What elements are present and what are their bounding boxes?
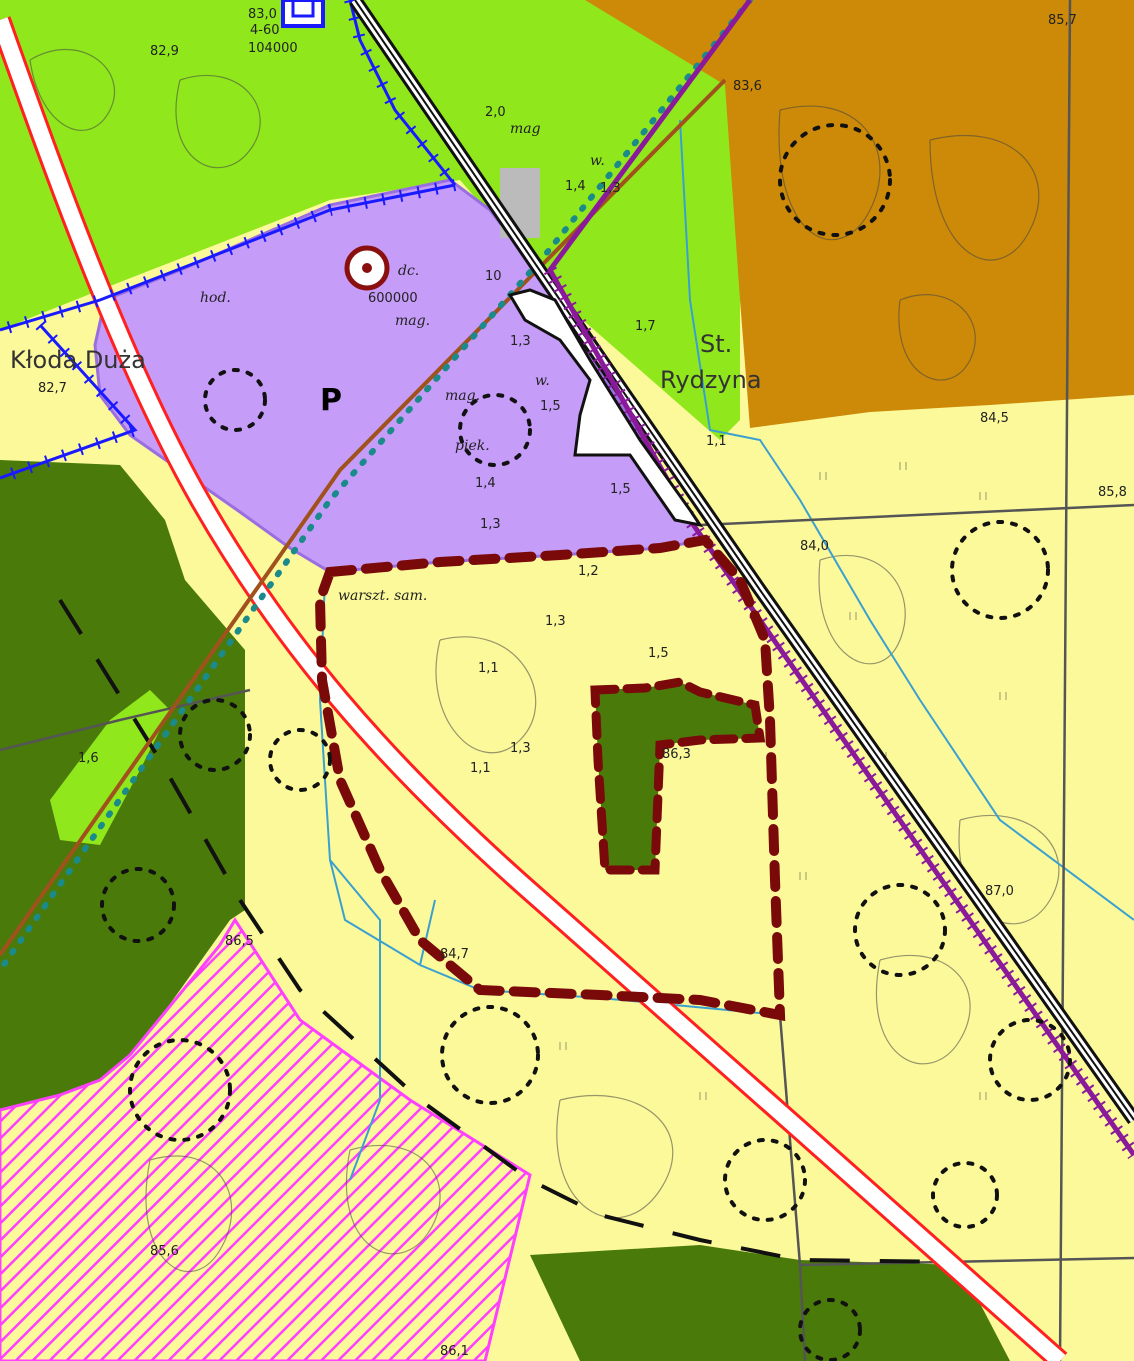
elevation-87-0: 87,0 xyxy=(985,884,1014,899)
annotation-mag-a: mag. xyxy=(395,313,430,329)
height-1-4-b: 1,4 xyxy=(475,476,496,491)
station-building[interactable] xyxy=(507,288,704,528)
elevation-85-7: 85,7 xyxy=(1048,13,1077,28)
orchard-area xyxy=(585,0,1134,428)
elevation-82-7: 82,7 xyxy=(38,381,67,396)
industrial-zone-symbol: P xyxy=(320,383,342,418)
height-2-0: 2,0 xyxy=(485,105,506,120)
height-1-2: 1,2 xyxy=(578,564,599,579)
elevation-82-9: 82,9 xyxy=(150,44,179,59)
annotation-mag-b: mag. xyxy=(445,388,480,404)
height-1-3-e: 1,3 xyxy=(510,741,531,756)
height-1-3-c: 1,3 xyxy=(480,517,501,532)
height-1-5-c: 1,5 xyxy=(648,646,669,661)
height-1-6: 1,6 xyxy=(78,751,99,766)
elevation-85-6: 85,6 xyxy=(150,1244,179,1259)
height-1-3-d: 1,3 xyxy=(545,614,566,629)
height-1-7: 1,7 xyxy=(635,319,656,334)
power-line xyxy=(0,78,727,957)
monument-marker[interactable] xyxy=(281,0,325,28)
streams xyxy=(318,119,1134,1181)
main-road xyxy=(0,16,1068,1361)
annotation-w-b: w. xyxy=(590,153,605,169)
annotation-code-4-60: 4-60 xyxy=(250,23,280,38)
elevation-84-0: 84,0 xyxy=(800,539,829,554)
annotation-warszt-sam: warszt. sam. xyxy=(338,588,427,604)
elevation-86-5: 86,5 xyxy=(225,934,254,949)
place-name-st: St. xyxy=(700,330,732,358)
elevation-83-0: 83,0 xyxy=(248,7,277,22)
height-1-1-b: 1,1 xyxy=(478,661,499,676)
study-area-boundary[interactable] xyxy=(314,534,786,1022)
height-1-5-b: 1,5 xyxy=(610,482,631,497)
target-symbol-dot xyxy=(362,263,372,273)
height-1-3-b: 1,3 xyxy=(510,334,531,349)
height-1-5-a: 1,5 xyxy=(540,399,561,414)
forest-patch-outline xyxy=(590,677,766,875)
height-1-1-c: 1,1 xyxy=(470,761,491,776)
protected-area-hatched xyxy=(0,917,532,1361)
elevation-84-5: 84,5 xyxy=(980,411,1009,426)
monument-marker-inner xyxy=(291,0,315,18)
annotation-code-104000: 104000 xyxy=(248,41,298,56)
height-1-3-a: 1,3 xyxy=(600,181,621,196)
annotation-w-a: w. xyxy=(535,373,550,389)
annotation-hod: hod. xyxy=(200,290,231,306)
gas-pipeline xyxy=(0,0,753,973)
meadow-area xyxy=(0,0,740,440)
annotation-mag-c: mag xyxy=(510,121,541,137)
elevation-83-6: 83,6 xyxy=(733,79,762,94)
elevation-85-8: 85,8 xyxy=(1098,485,1127,500)
administrative-boundary xyxy=(58,598,961,1264)
annotation-code-600000: 600000 xyxy=(368,291,418,306)
height-1-1-a: 1,1 xyxy=(706,434,727,449)
place-name-kloda-duza: Kłoda Duża xyxy=(10,346,146,374)
annotation-piek: piek. xyxy=(455,438,490,454)
elevation-86-1: 86,1 xyxy=(440,1344,469,1359)
forest-area-south xyxy=(530,1245,1010,1361)
elevation-84-7: 84,7 xyxy=(440,947,469,962)
elevation-86-3: 86,3 xyxy=(662,747,691,762)
forest-patch-center xyxy=(595,682,760,870)
height-10: 10 xyxy=(485,269,502,284)
railway xyxy=(349,0,1134,1160)
conservation-boundary xyxy=(0,0,460,484)
tree-group-markers xyxy=(100,123,1072,1361)
annotation-dc: dc. xyxy=(398,263,419,279)
place-name-rydzyna: Rydzyna xyxy=(660,366,762,394)
height-1-4-a: 1,4 xyxy=(565,179,586,194)
